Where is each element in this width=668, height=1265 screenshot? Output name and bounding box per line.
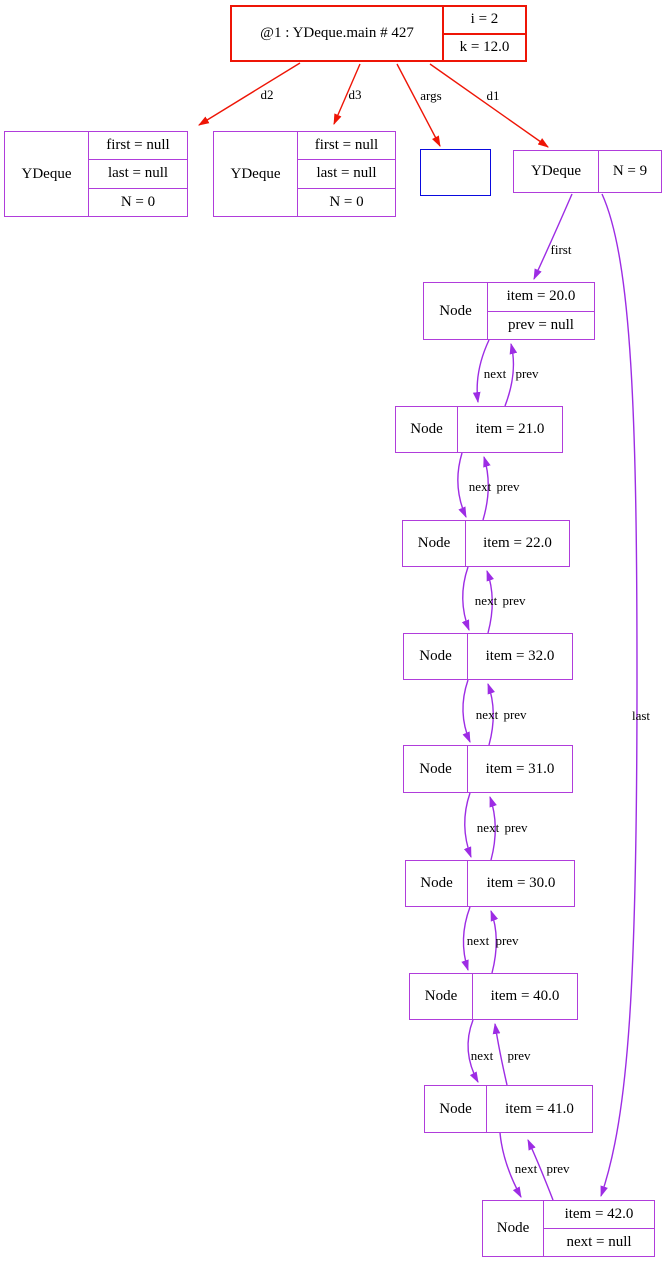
- edge-prev-7: [492, 1022, 508, 1086]
- edge-prev-6: [490, 909, 499, 974]
- edge-prev-4: [487, 682, 495, 746]
- node-field-next: next = null: [544, 1228, 654, 1256]
- node-box-8[interactable]: Node item = 41.0: [424, 1085, 593, 1133]
- deque-type-label: YDeque: [214, 132, 298, 216]
- edge-label-next: next: [483, 366, 507, 381]
- edge-label-d1: d1: [486, 88, 500, 103]
- edge-last: [600, 193, 638, 1198]
- edge-label-last: last: [631, 708, 651, 723]
- deque-field-first: first = null: [314, 137, 379, 154]
- edge-label-prev: prev: [496, 479, 520, 494]
- node-box-4[interactable]: Node item = 32.0: [403, 633, 573, 680]
- edge-label-next: next: [474, 593, 498, 608]
- edge-args: [396, 63, 441, 147]
- edge-label-prev: prev: [503, 707, 527, 722]
- node-box-5[interactable]: Node item = 31.0: [403, 745, 573, 793]
- node-box-7[interactable]: Node item = 40.0: [409, 973, 578, 1020]
- node-field-item: item = 42.0: [564, 1206, 634, 1222]
- edge-label-d3: d3: [348, 87, 362, 102]
- edge-next-8: [499, 1132, 522, 1198]
- node-type-label: Node: [403, 521, 466, 566]
- node-field-prev: prev = null: [488, 310, 594, 340]
- edge-label-next: next: [470, 1048, 494, 1063]
- node-type-label: Node: [404, 746, 468, 792]
- edge-label-next: next: [468, 479, 492, 494]
- node-field-item: item = 30.0: [486, 875, 556, 891]
- node-type-label: Node: [406, 861, 468, 906]
- node-box-6[interactable]: Node item = 30.0: [405, 860, 575, 907]
- edge-label-prev: prev: [504, 820, 528, 835]
- root-frame-title: @1 : YDeque.main # 427: [232, 7, 444, 60]
- edge-label-prev: prev: [502, 593, 526, 608]
- node-type-label: Node: [404, 634, 468, 679]
- edge-first: [533, 193, 573, 280]
- deque-type-label: YDeque: [5, 132, 89, 216]
- args-array-box[interactable]: [420, 149, 491, 196]
- root-frame-box[interactable]: @1 : YDeque.main # 427 i = 2 k = 12.0: [230, 5, 527, 62]
- edge-next-1: [472, 339, 490, 404]
- deque-d3-box[interactable]: YDeque first = null last = null N = 0: [213, 131, 396, 217]
- deque-field-first: first = null: [106, 137, 170, 154]
- node-box-9[interactable]: Node item = 42.0 next = null: [482, 1200, 655, 1257]
- deque-field-n: N = 0: [89, 187, 187, 216]
- edge-label-next: next: [476, 820, 500, 835]
- node-field-item: item = 22.0: [483, 535, 552, 551]
- edge-label-prev: prev: [507, 1048, 531, 1063]
- edge-label-next: next: [475, 707, 499, 722]
- deque-type-label: YDeque: [514, 151, 599, 192]
- deque-field-n: N = 9: [612, 163, 648, 179]
- deque-field-last: last = null: [89, 159, 187, 187]
- edge-d3: [333, 63, 361, 126]
- node-type-label: Node: [410, 974, 473, 1019]
- edge-next-5: [463, 792, 472, 859]
- node-box-2[interactable]: Node item = 21.0: [395, 406, 563, 453]
- edge-prev-5: [489, 795, 497, 861]
- root-field-k: k = 12.0: [444, 32, 525, 61]
- deque-d1-box[interactable]: YDeque N = 9: [513, 150, 662, 193]
- edge-next-7: [467, 1019, 479, 1083]
- node-field-item: item = 20.0: [506, 288, 576, 305]
- deque-field-last: last = null: [298, 159, 395, 187]
- node-type-label: Node: [425, 1086, 487, 1132]
- root-field-i: i = 2: [470, 11, 499, 28]
- edge-next-3: [461, 566, 470, 632]
- edge-label-prev: prev: [515, 366, 539, 381]
- node-field-item: item = 32.0: [485, 648, 555, 664]
- edge-label-next: next: [466, 933, 490, 948]
- edge-next-2: [457, 452, 467, 519]
- node-box-1[interactable]: Node item = 20.0 prev = null: [423, 282, 595, 340]
- edge-next-6: [461, 906, 471, 972]
- node-box-3[interactable]: Node item = 22.0: [402, 520, 570, 567]
- edge-prev-3: [486, 569, 494, 634]
- deque-d2-box[interactable]: YDeque first = null last = null N = 0: [4, 131, 188, 217]
- edge-label-first: first: [550, 242, 572, 257]
- edge-label-d2: d2: [260, 87, 274, 102]
- node-type-label: Node: [424, 283, 488, 339]
- edge-d1: [429, 63, 549, 148]
- edge-label-args: args: [420, 88, 442, 103]
- edge-label-prev: prev: [546, 1161, 570, 1176]
- edge-prev-2: [482, 455, 491, 521]
- node-type-label: Node: [483, 1201, 544, 1256]
- deque-field-n: N = 0: [298, 187, 395, 216]
- node-field-item: item = 31.0: [485, 760, 555, 777]
- edge-d2: [198, 62, 301, 126]
- node-field-item: item = 41.0: [505, 1100, 574, 1117]
- edge-prev-8: [527, 1139, 554, 1201]
- node-field-item: item = 21.0: [475, 421, 545, 437]
- node-field-item: item = 40.0: [490, 988, 560, 1004]
- edge-label-next: next: [514, 1161, 538, 1176]
- node-type-label: Node: [396, 407, 458, 452]
- edge-next-4: [462, 679, 471, 744]
- edge-prev-1: [504, 342, 518, 407]
- edge-label-prev: prev: [495, 933, 519, 948]
